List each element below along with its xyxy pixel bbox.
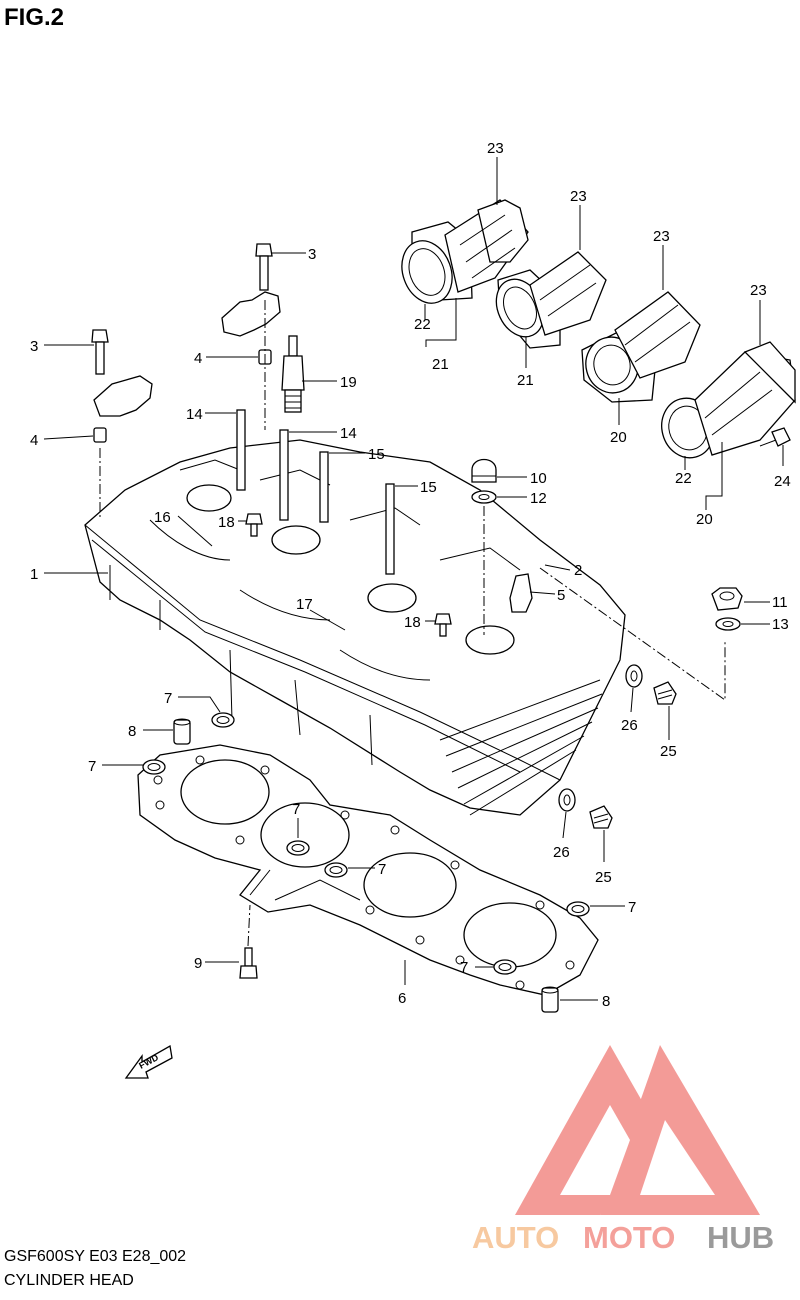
- watermark-triangle-right: [600, 1045, 760, 1215]
- callout-8-lower: 8: [602, 993, 610, 1010]
- callout-13: 13: [772, 616, 789, 633]
- callout-23-a: 23: [487, 140, 504, 157]
- alignment-line-bolt9: [247, 904, 251, 947]
- intake-pipe-4: [661, 341, 796, 459]
- callout-4-left: 4: [30, 432, 38, 449]
- callout-2: 2: [574, 562, 582, 579]
- watermark-auto: AUTO: [472, 1220, 559, 1255]
- callout-14-left: 14: [186, 406, 203, 423]
- dowel-8-upper: [173, 718, 191, 745]
- o-ring-7-d: [324, 862, 348, 878]
- clamp-screw-24: [759, 427, 791, 447]
- callout-12: 12: [530, 490, 547, 507]
- callout-15-upper: 15: [368, 446, 385, 463]
- callout-20-b: 20: [696, 511, 713, 528]
- callout-25-upper: 25: [660, 743, 677, 760]
- cap-nut-10: [471, 458, 497, 483]
- callout-19: 19: [340, 374, 357, 391]
- fwd-arrow-icon: FWD: [124, 1044, 173, 1079]
- plug-25-lower: [589, 805, 613, 829]
- bolt-3-left: [91, 329, 109, 375]
- callout-23-c: 23: [653, 228, 670, 245]
- callout-3-upper: 3: [308, 246, 316, 263]
- callout-10: 10: [530, 470, 547, 487]
- callout-21-a: 21: [432, 356, 449, 373]
- callout-16: 16: [154, 509, 171, 526]
- bolt-18-right: [434, 613, 452, 637]
- stud-14-left: [236, 409, 246, 491]
- model-code: GSF600SY E03 E28_002: [4, 1248, 187, 1265]
- spark-plug-19: [281, 335, 305, 413]
- cylinder-head-1: [84, 439, 626, 816]
- callout-14-right: 14: [340, 425, 357, 442]
- o-ring-7-a: [211, 712, 235, 728]
- callout-25-lower: 25: [595, 869, 612, 886]
- o-ring-7-f: [493, 959, 517, 975]
- gasket-26-lower: [558, 788, 576, 812]
- callout-20-a: 20: [610, 429, 627, 446]
- callout-24: 24: [774, 473, 791, 490]
- callout-18-left: 18: [218, 514, 235, 531]
- callout-7-f: 7: [460, 959, 468, 976]
- o-ring-7-e: [566, 901, 590, 917]
- dowel-8-lower: [541, 986, 559, 1013]
- nut-11: [711, 587, 743, 611]
- callout-7-a: 7: [164, 690, 172, 707]
- callout-18-right: 18: [404, 614, 421, 631]
- callout-7-b: 7: [88, 758, 96, 775]
- watermark-moto: MOTO: [583, 1220, 675, 1255]
- bolt-9: [239, 947, 258, 979]
- callout-3-left: 3: [30, 338, 38, 355]
- callout-8-upper: 8: [128, 723, 136, 740]
- plug-25-upper: [653, 681, 677, 705]
- callout-22-a: 22: [414, 316, 431, 333]
- gasket-26-upper: [625, 664, 643, 688]
- watermark-brand: AUTO MOTO HUB: [472, 1220, 774, 1255]
- head-gasket-6: [137, 744, 599, 996]
- callout-4-upper: 4: [194, 350, 202, 367]
- callout-7-d: 7: [378, 861, 386, 878]
- callout-22-b: 22: [675, 470, 692, 487]
- camshaft-cap-left: [93, 375, 153, 417]
- stud-14-right: [279, 429, 289, 521]
- bolt-18-left: [245, 513, 263, 537]
- callout-26-upper: 26: [621, 717, 638, 734]
- alignment-line-11: [539, 567, 726, 701]
- callout-7-e: 7: [628, 899, 636, 916]
- stud-15-right: [385, 483, 395, 575]
- callout-1: 1: [30, 566, 38, 583]
- camshaft-cap-upper: [221, 291, 281, 337]
- watermark-hub: HUB: [707, 1220, 774, 1255]
- callout-9: 9: [194, 955, 202, 972]
- callout-23-d: 23: [750, 282, 767, 299]
- leader-lines: [43, 157, 784, 1001]
- o-ring-7-c: [286, 840, 310, 856]
- callout-15-lower: 15: [420, 479, 437, 496]
- callout-7-c: 7: [292, 801, 300, 818]
- callout-5: 5: [557, 587, 565, 604]
- figure-title: FIG.2: [4, 4, 65, 31]
- fitting-5: [509, 573, 533, 613]
- intake-pipe-3: [581, 291, 701, 403]
- callout-21-b: 21: [517, 372, 534, 389]
- dowel-4-left: [93, 427, 107, 443]
- o-ring-7-b: [142, 759, 166, 775]
- washer-12: [471, 490, 497, 504]
- bolt-3-upper: [255, 243, 273, 291]
- callout-17: 17: [296, 596, 313, 613]
- callout-11: 11: [772, 594, 788, 611]
- callout-23-b: 23: [570, 188, 587, 205]
- diagram-name: CYLINDER HEAD: [4, 1272, 134, 1289]
- watermark-logo: [515, 1045, 760, 1215]
- callout-numbers: 1 2 3 3 4 4 5 6 7 7 7 7 7 7 8 8 9 10 11 …: [30, 140, 791, 1010]
- intake-pipe-1: [401, 199, 529, 304]
- stud-15-left: [319, 451, 329, 523]
- callout-6: 6: [398, 990, 406, 1007]
- washer-13: [715, 617, 741, 631]
- callout-26-lower: 26: [553, 844, 570, 861]
- intake-pipe-2: [495, 251, 607, 349]
